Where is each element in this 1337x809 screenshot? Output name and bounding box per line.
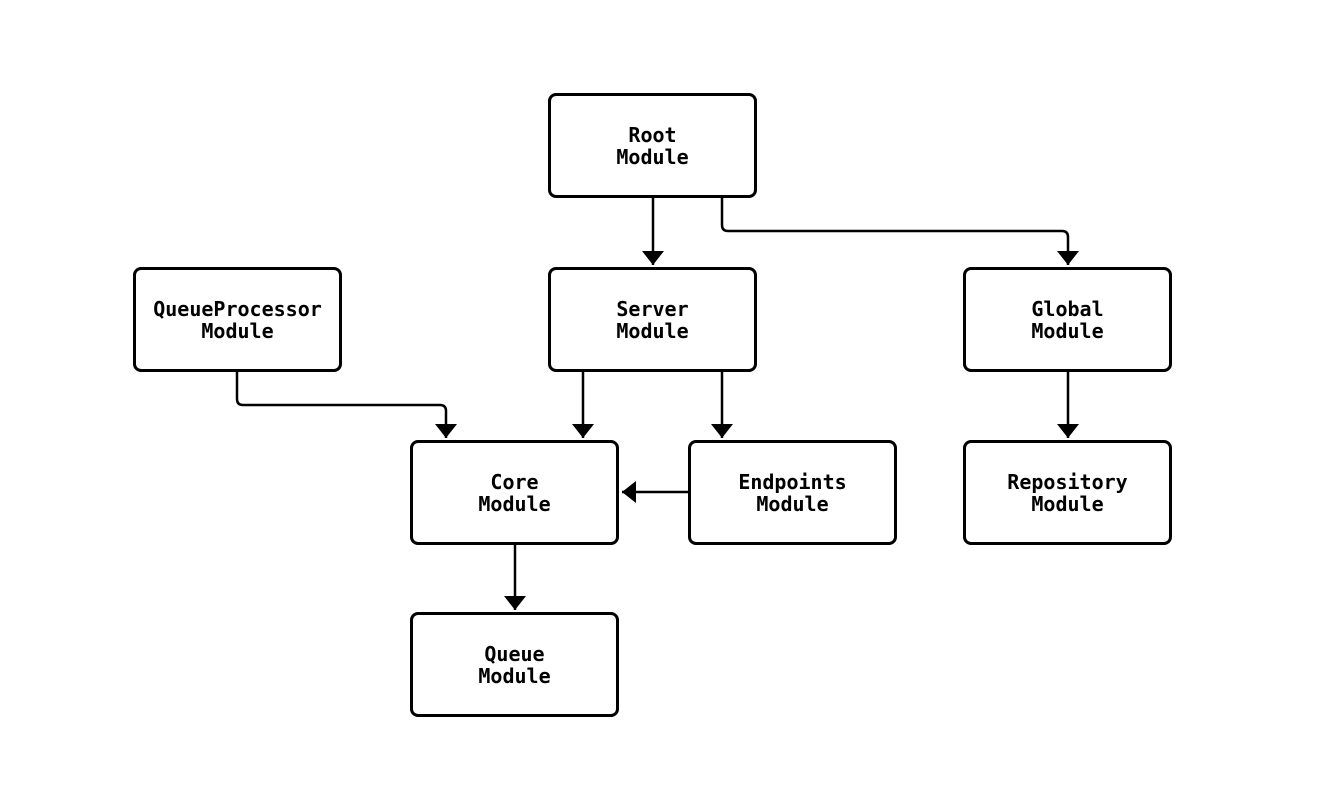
node-core-module: Core Module — [410, 440, 619, 545]
node-label-line: Queue — [484, 641, 545, 666]
node-server-module: Server Module — [548, 267, 757, 372]
node-label-line: Root — [628, 122, 677, 147]
node-label-line: Core — [490, 469, 539, 494]
node-label-line: Repository — [1007, 469, 1128, 494]
node-root-module: Root Module — [548, 93, 757, 198]
node-label-line: Endpoints — [738, 469, 847, 494]
edge-root-to-global — [720, 198, 1079, 265]
node-queueprocessor-module: QueueProcessor Module — [133, 267, 342, 372]
node-global-module: Global Module — [963, 267, 1172, 372]
node-label-line: Module — [201, 318, 274, 343]
node-endpoints-module: Endpoints Module — [688, 440, 897, 545]
node-queue-module: Queue Module — [410, 612, 619, 717]
node-label-line: Module — [1031, 491, 1104, 516]
node-label-line: Module — [756, 491, 829, 516]
node-repository-module: Repository Module — [963, 440, 1172, 545]
node-label-line: Server — [616, 296, 689, 321]
node-label-line: QueueProcessor — [153, 296, 322, 321]
node-label-line: Module — [1031, 318, 1104, 343]
edge-queueprocessor-to-core — [235, 372, 457, 438]
node-label-line: Global — [1031, 296, 1104, 321]
node-label-line: Module — [616, 144, 689, 169]
node-label-line: Module — [478, 663, 551, 688]
node-label-line: Module — [478, 491, 551, 516]
node-label-line: Module — [616, 318, 689, 343]
